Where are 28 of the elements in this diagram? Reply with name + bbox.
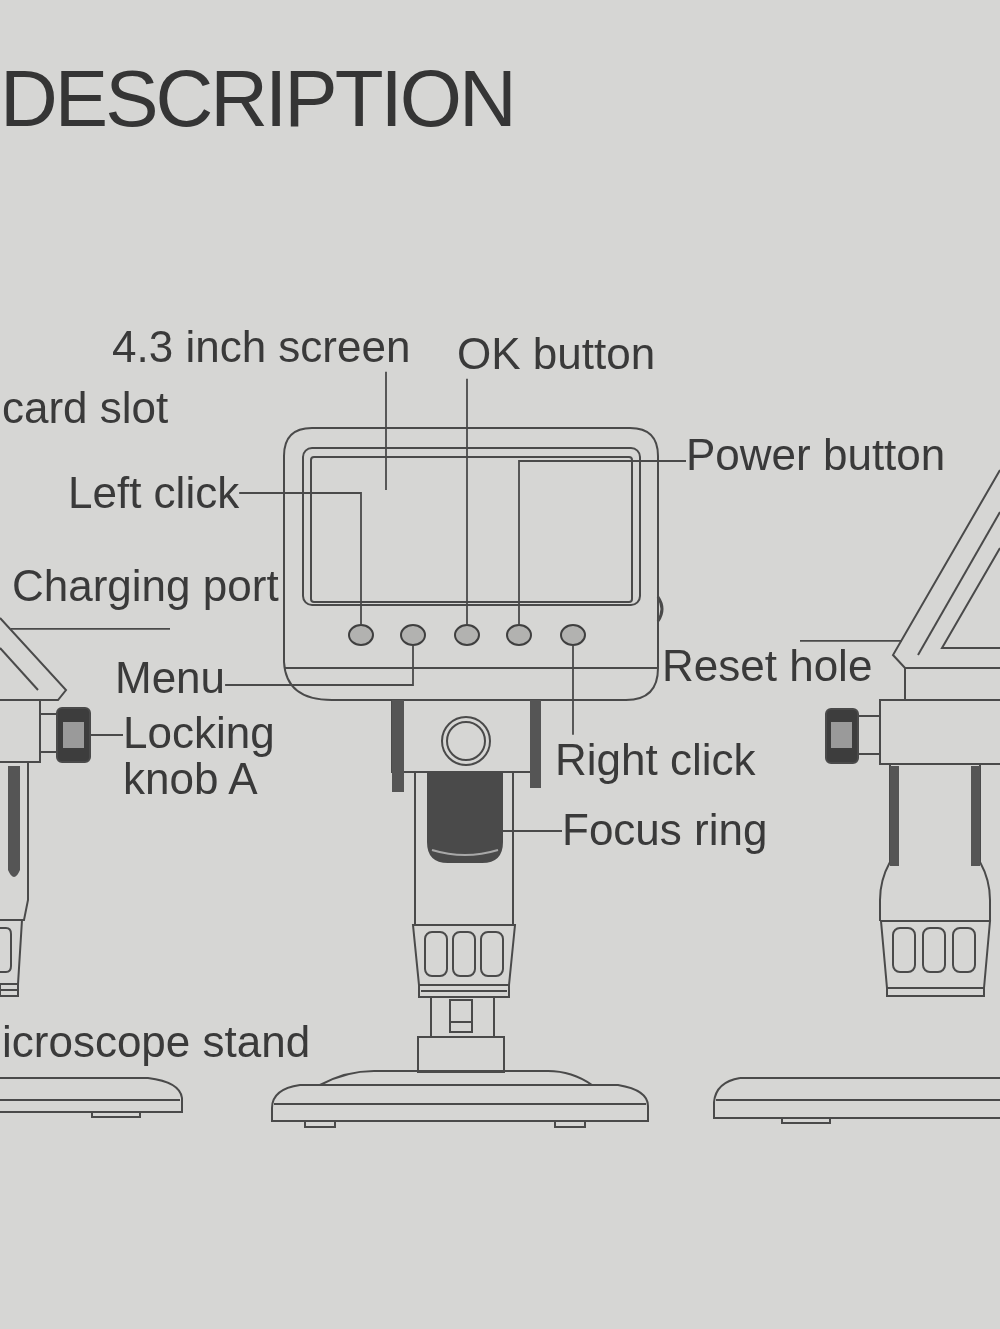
part-label: 4.3 inch screen: [112, 321, 411, 372]
leader-line: [89, 734, 124, 736]
part-label: Menu: [115, 652, 226, 703]
leader-line: [572, 645, 574, 736]
device-button: [400, 624, 426, 646]
device-button: [348, 624, 374, 646]
part-label: Left click: [68, 467, 240, 518]
leader-line: [385, 370, 387, 491]
part-label: Focus ring: [562, 804, 768, 855]
leader-line: [10, 627, 171, 630]
part-label: Charging port: [12, 560, 279, 629]
part-label: Right click: [555, 734, 756, 785]
leader-line: [799, 639, 903, 642]
page-title: DESCRIPTION: [0, 59, 514, 139]
part-label: Locking knob A: [123, 709, 283, 802]
device-button: [506, 624, 532, 646]
part-label: OK button: [457, 328, 656, 379]
leader-line: [224, 645, 414, 686]
device-button: [454, 624, 480, 646]
leader-line: [502, 830, 563, 832]
leader-line: [466, 377, 468, 625]
leader-line: [238, 492, 362, 625]
part-label: Power button: [686, 429, 946, 480]
part-label: icroscope stand: [2, 1016, 311, 1067]
leader-line: [518, 460, 687, 625]
part-label: card slot: [2, 382, 169, 433]
device-button: [560, 624, 586, 646]
part-label: Reset hole: [662, 640, 873, 691]
